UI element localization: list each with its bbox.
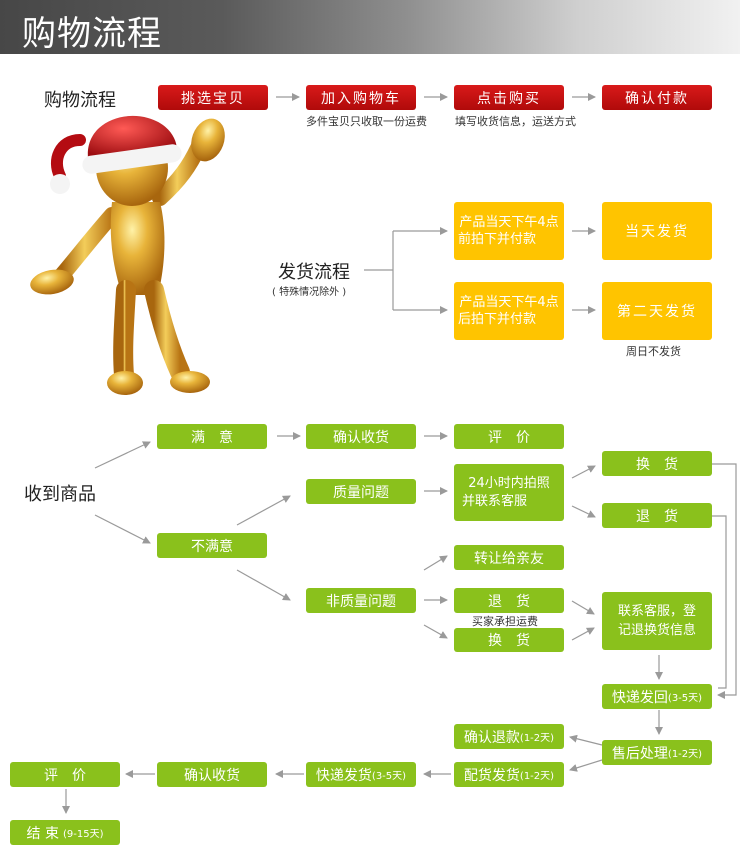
step-confirm-payment: 确认付款 bbox=[602, 85, 712, 110]
box-after-sales: 售后处理 (1-2天) bbox=[602, 740, 712, 765]
arrow-to-exchange2 bbox=[423, 624, 448, 639]
box-confirm-refund: 确认退款 (1-2天) bbox=[454, 724, 564, 749]
box-unsatisfied: 不满意 bbox=[157, 533, 267, 558]
box-return-2: 退 货 bbox=[454, 588, 564, 613]
page-title: 购物流程 bbox=[22, 14, 162, 54]
restock-ship-label: 配货发货 bbox=[463, 767, 520, 784]
box-contact-register: 联系客服，登 记退换货信息 bbox=[602, 592, 712, 650]
note-no-sunday-shipping: 周日不发货 bbox=[626, 345, 681, 358]
end-days: (9-15天) bbox=[62, 829, 104, 840]
box-end: 结 束 (9-15天) bbox=[10, 820, 120, 845]
box-review: 评 价 bbox=[454, 424, 564, 449]
box-order-before-4pm-line1: 产品当天下午4点 bbox=[459, 215, 559, 230]
box-photo-line2: 并联系客服 bbox=[462, 493, 528, 509]
note-fill-address: 填写收货信息，运送方式 bbox=[455, 115, 576, 128]
box-order-before-4pm: 产品当天下午4点 前拍下并付款 bbox=[454, 202, 564, 260]
end-label: 结 束 bbox=[26, 825, 59, 842]
box-express-ship: 快递发货 (3-5天) bbox=[306, 762, 416, 787]
shipping-exception-note: ( 特殊情况除外 ) bbox=[272, 287, 347, 298]
box-contact-line1: 联系客服，登 bbox=[617, 604, 696, 619]
box-satisfied: 满 意 bbox=[157, 424, 267, 449]
note-buyer-pays-shipping: 买家承担运费 bbox=[472, 615, 538, 628]
confirm-refund-days: (1-2天) bbox=[519, 733, 555, 744]
box-exchange-2: 换 货 bbox=[454, 628, 564, 652]
step-choose-item: 挑选宝贝 bbox=[158, 85, 268, 110]
arrow-photo-exchange bbox=[571, 465, 596, 479]
confirm-refund-label: 确认退款 bbox=[463, 729, 520, 746]
box-confirm-receipt-2: 确认收货 bbox=[157, 762, 267, 787]
arrow-to-quality bbox=[236, 495, 291, 526]
arrow-to-unsatisfied bbox=[94, 514, 151, 544]
shipping-flow-label: 发货流程 bbox=[278, 262, 350, 283]
restock-ship-days: (1-2天) bbox=[519, 771, 555, 782]
step-add-to-cart: 加入购物车 bbox=[306, 85, 416, 110]
express-ship-label: 快递发货 bbox=[315, 767, 372, 784]
box-order-after-4pm-line1: 产品当天下午4点 bbox=[459, 295, 559, 310]
arrow-to-transfer bbox=[423, 555, 448, 571]
express-return-label: 快递发回 bbox=[611, 689, 668, 706]
arrow-to-nonquality bbox=[236, 569, 291, 601]
gold-figure-illustration bbox=[30, 115, 225, 395]
box-photo-line1: 24小时内拍照 bbox=[468, 475, 550, 491]
receive-goods-label: 收到商品 bbox=[24, 484, 96, 505]
box-return: 退 货 bbox=[602, 503, 712, 528]
arrow-exchange-express-back bbox=[712, 463, 737, 699]
arrow-exchange2-contact bbox=[571, 627, 595, 641]
box-quality-issue: 质量问题 bbox=[306, 479, 416, 504]
note-single-shipping: 多件宝贝只收取一份运费 bbox=[306, 115, 427, 128]
arrow-photo-return bbox=[571, 505, 596, 518]
arrow-to-satisfied bbox=[94, 441, 151, 469]
box-confirm-receipt: 确认收货 bbox=[306, 424, 416, 449]
box-photo-contact-service: 24小时内拍照 并联系客服 bbox=[454, 464, 564, 521]
shopping-flow-label: 购物流程 bbox=[44, 90, 116, 111]
express-return-days: (3-5天) bbox=[667, 693, 703, 704]
box-review-2: 评 价 bbox=[10, 762, 120, 787]
arrow-return2-contact bbox=[571, 600, 595, 615]
line-return-express-back bbox=[712, 515, 727, 689]
page-header: 购物流程 bbox=[0, 0, 740, 54]
box-exchange: 换 货 bbox=[602, 451, 712, 476]
after-sales-label: 售后处理 bbox=[611, 745, 668, 762]
step-click-buy: 点击购买 bbox=[454, 85, 564, 110]
arrow-aftersales-restock bbox=[569, 759, 603, 772]
box-next-day-shipping: 第二天发货 bbox=[602, 282, 712, 340]
box-restock-ship: 配货发货 (1-2天) bbox=[454, 762, 564, 787]
box-non-quality-issue: 非质量问题 bbox=[306, 588, 416, 613]
after-sales-days: (1-2天) bbox=[667, 749, 703, 760]
arrow-aftersales-refund bbox=[569, 734, 603, 746]
box-express-return: 快递发回 (3-5天) bbox=[602, 684, 712, 709]
express-ship-days: (3-5天) bbox=[371, 771, 407, 782]
box-transfer-to-friend: 转让给亲友 bbox=[454, 545, 564, 570]
box-same-day-shipping: 当天发货 bbox=[602, 202, 712, 260]
box-order-before-4pm-line2: 前拍下并付款 bbox=[458, 232, 537, 247]
box-order-after-4pm-line2: 后拍下并付款 bbox=[458, 312, 537, 327]
box-order-after-4pm: 产品当天下午4点 后拍下并付款 bbox=[454, 282, 564, 340]
box-contact-line2: 记退换货信息 bbox=[617, 623, 696, 638]
